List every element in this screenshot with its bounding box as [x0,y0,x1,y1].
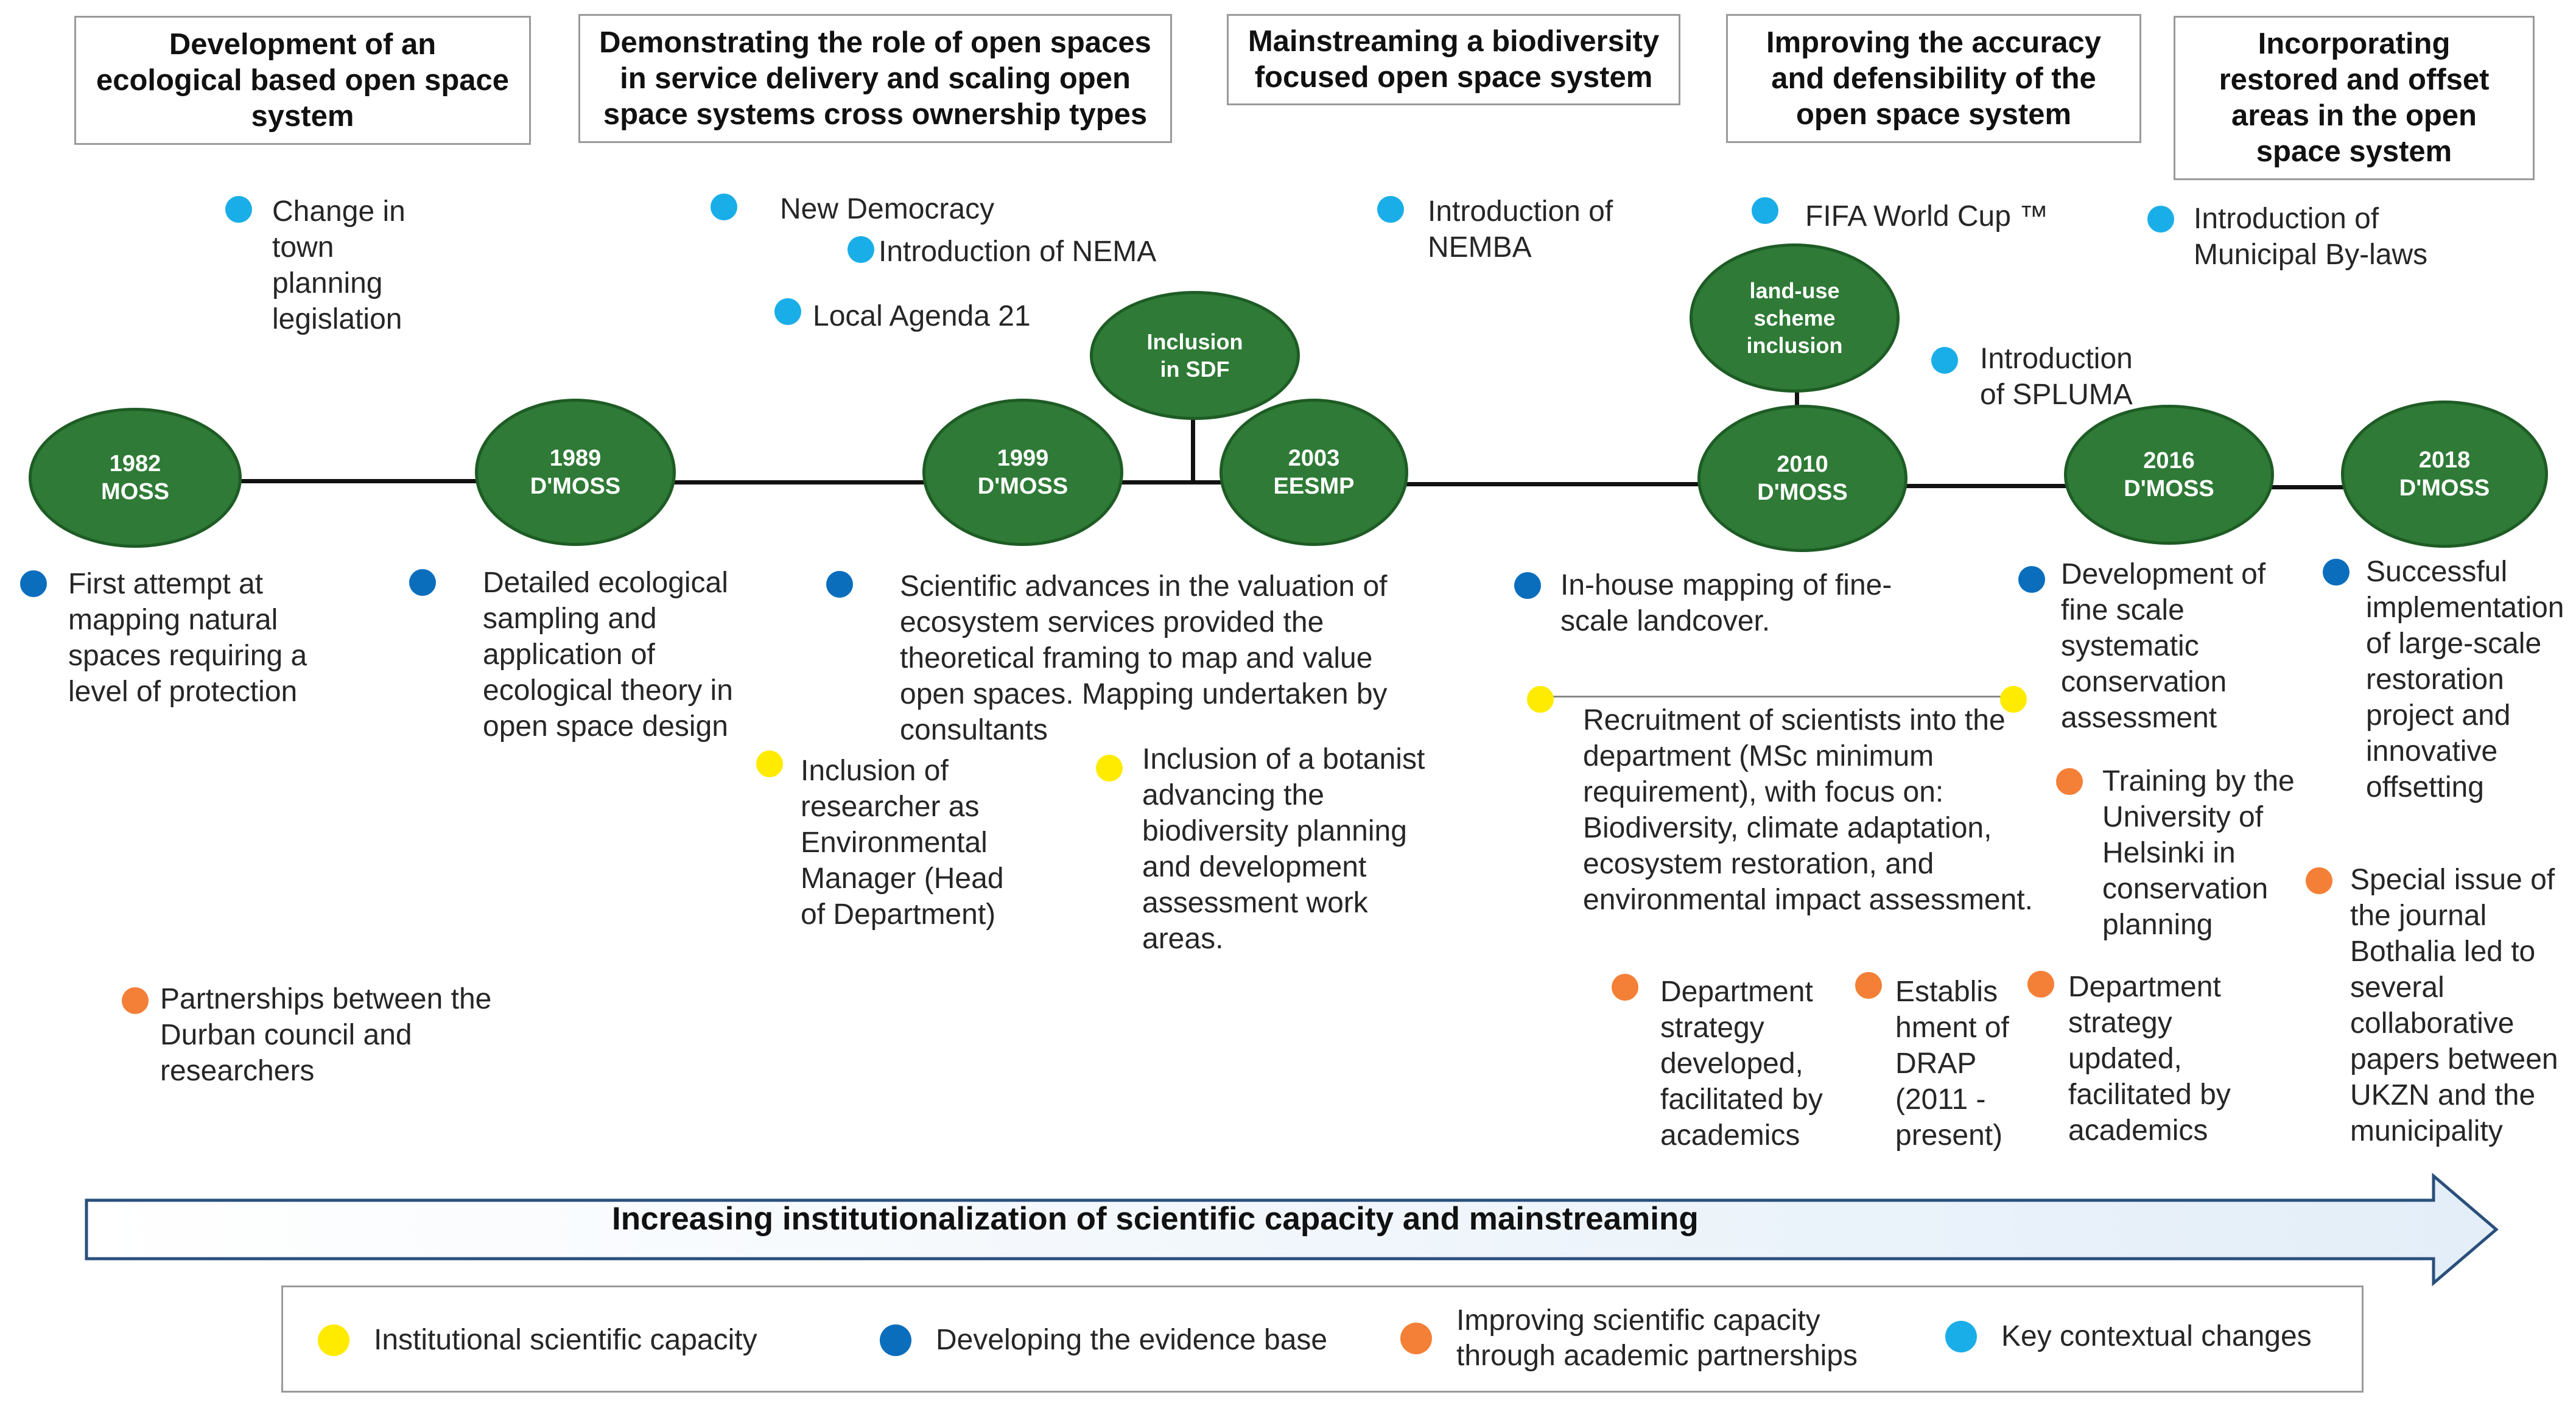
contextual-dot [225,196,252,223]
institutional-dot [756,750,783,777]
institutional-dot [2000,686,2027,713]
legend-swatch [880,1324,911,1356]
evidence-dot [826,571,853,598]
contextual-dot [774,298,801,325]
timeline-line [1400,482,1705,486]
legend-item-institutional: Institutional scientific capacity [318,1323,757,1358]
timeline-line [1117,480,1224,484]
contextual-event: Local Agenda 21 [813,300,1031,332]
contextual-dot [711,194,737,220]
timeline-line [670,480,932,484]
contextual-dot [1752,197,1778,224]
academic-dot [2306,867,2332,894]
contextual-event: New Democracy [780,193,995,225]
arrow-label: Increasing institutionalization of scien… [612,1201,1699,1237]
timeline-line [1906,484,2070,488]
institutional-dot [1527,686,1554,713]
academic-dot [122,987,149,1014]
timeline-line [237,479,487,483]
academic-dot [2056,768,2083,795]
legend-item-evidence: Developing the evidence base [880,1323,1327,1358]
contextual-dot [1377,196,1404,223]
legend-swatch [1945,1321,1977,1352]
evidence-dot [1514,572,1541,599]
sdf-connector [1191,408,1195,482]
landuse-connector [1795,390,1799,408]
legend-swatch [1400,1323,1432,1354]
contextual-event: FIFA World Cup ™ [1805,200,2049,233]
contextual-dot [1931,347,1958,374]
recruitment-bracket [1549,696,2018,698]
evidence-dot [2323,559,2350,586]
academic-dot [2027,971,2054,998]
contextual-dot [2147,206,2174,233]
evidence-dot [2018,566,2045,593]
contextual-dot [848,236,874,263]
academic-dot [1612,974,1638,1001]
academic-dot [1855,972,1882,999]
evidence-dot [20,570,47,597]
legend-item-contextual: Key contextual changes [1945,1319,2312,1354]
contextual-event: Introduction of NEMA [879,236,1157,268]
evidence-event: In-house mapping of fine-scale landcover… [1560,569,1892,637]
legend: Institutional scientific capacity Develo… [281,1285,2364,1393]
timeline-line [2268,485,2347,489]
legend-swatch [318,1324,349,1356]
institutional-dot [1096,755,1123,782]
evidence-dot [409,569,436,596]
